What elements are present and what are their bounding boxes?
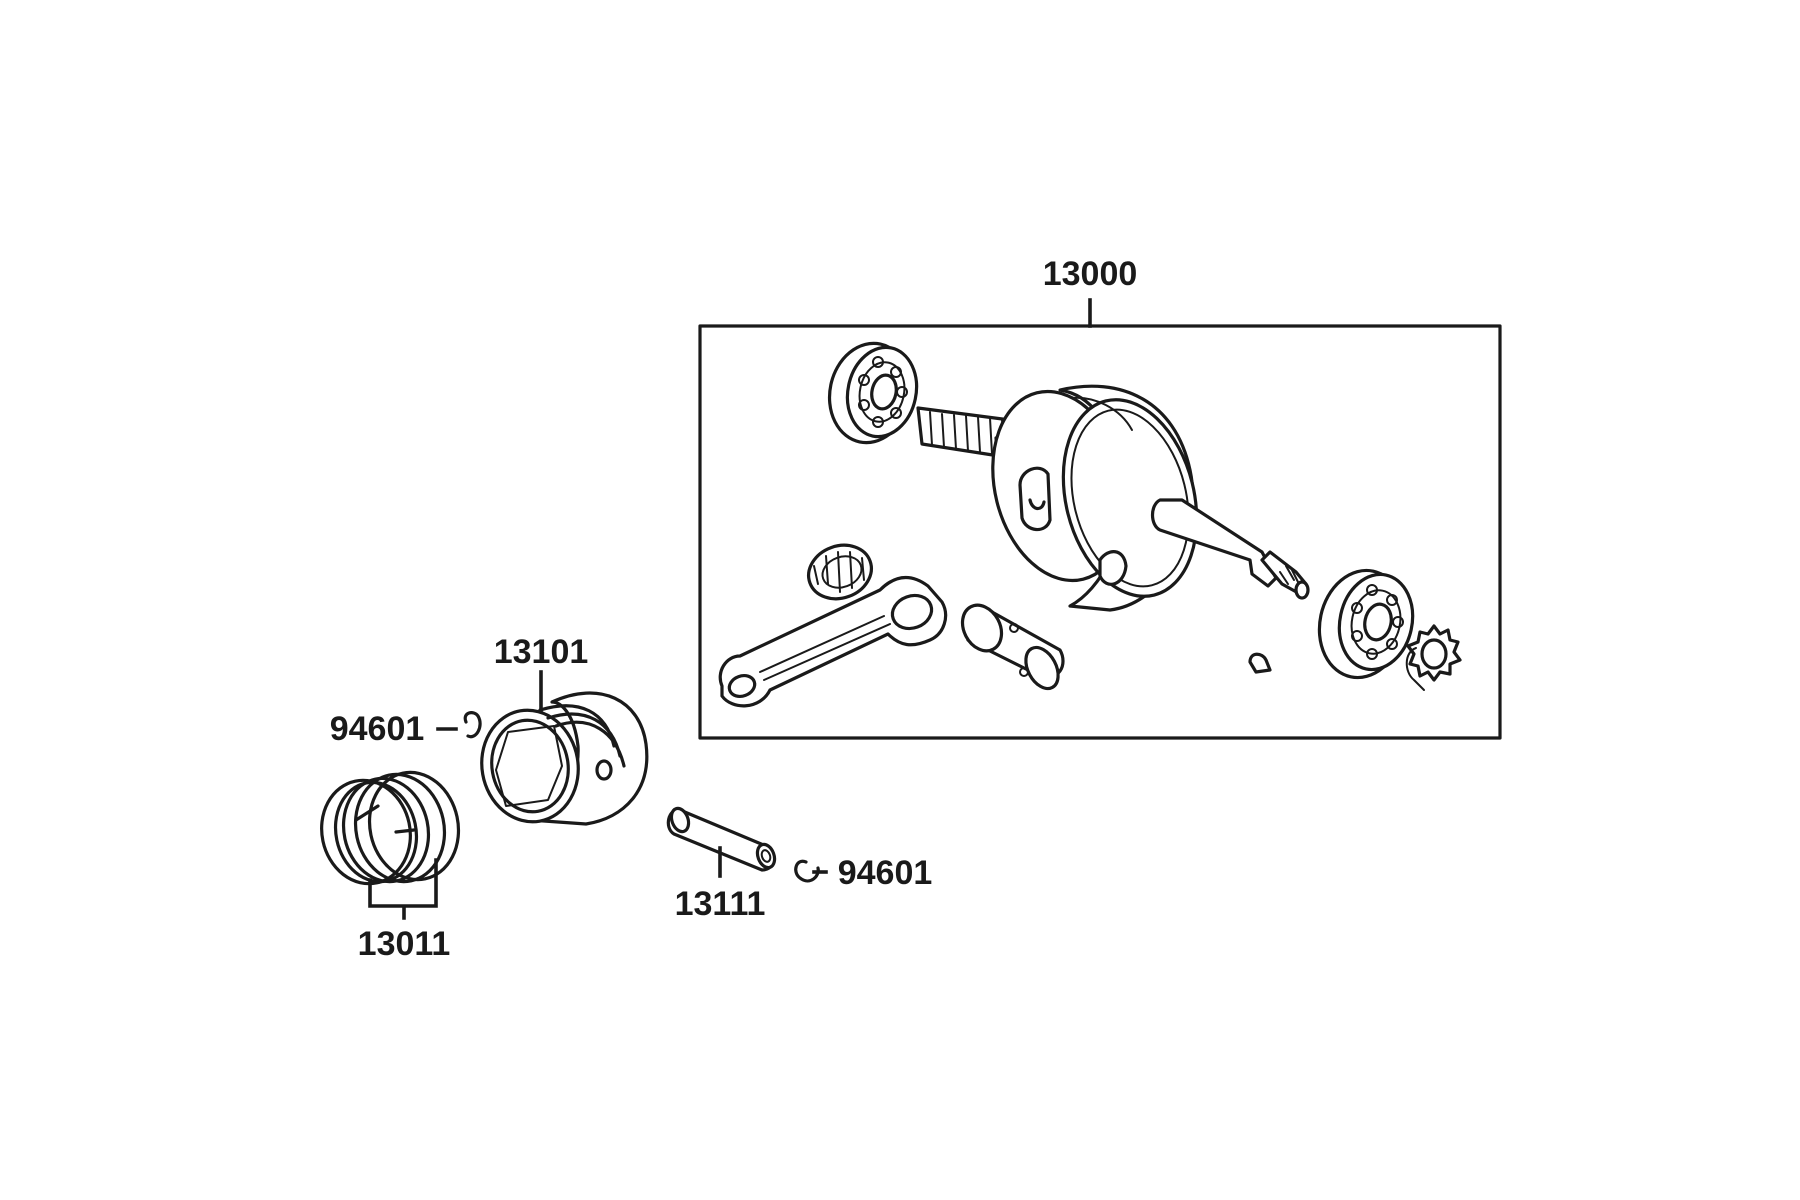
part-label-94601-right: 94601 [838,854,933,892]
connecting-rod [718,575,948,708]
woodruff-key [1248,652,1272,674]
crankshaft [916,384,1310,612]
piston-rings-group: 13011 [320,770,461,963]
piston-group: 13101 [480,633,649,826]
part-label-13111: 13111 [675,885,766,923]
part-label-13000: 13000 [1043,255,1138,293]
circlip-left-group: 94601 [330,710,482,748]
circlip-right-group: 94601 [794,854,933,892]
needle-bearing [807,543,873,601]
crank-pin [960,603,1065,691]
piston-rings [320,770,461,886]
assembly-frame [698,324,1502,740]
piston [480,691,649,826]
piston-pin [666,806,777,872]
leader-13011 [368,858,438,920]
circlip-left [463,711,482,739]
left-main-bearing [827,341,919,445]
piston-pin-group: 13111 [666,806,777,923]
crankshaft-assembly-group: 13000 [698,255,1502,740]
sprocket [1405,624,1462,691]
right-main-bearing [1317,568,1415,680]
part-label-13011: 13011 [358,925,451,963]
circlip-right [794,859,820,883]
part-label-94601-left: 94601 [330,710,425,748]
part-label-13101: 13101 [494,633,589,671]
